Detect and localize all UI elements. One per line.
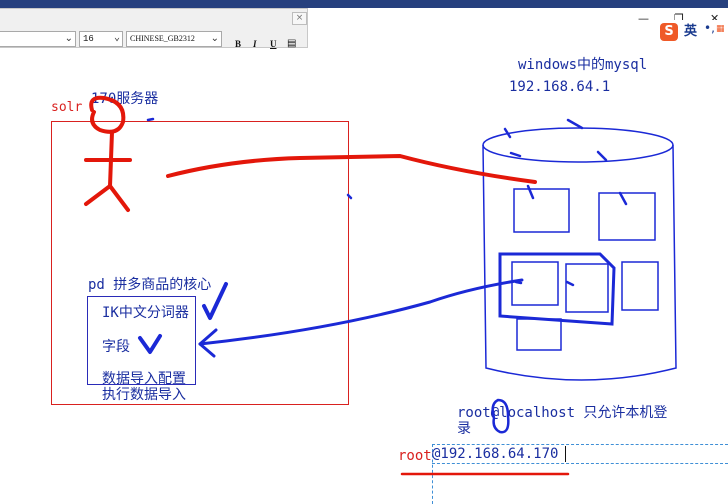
mysql-title-label: windows中的mysql xyxy=(518,57,648,73)
charset-select[interactable]: CHINESE_GB2312 ⌄ xyxy=(126,31,222,47)
title-bar xyxy=(0,0,728,8)
server-to-mysql-line xyxy=(166,153,537,184)
ime-punctuation-label[interactable]: •, xyxy=(704,21,715,35)
check-mark-icon xyxy=(138,282,228,354)
import-arrow xyxy=(198,278,524,358)
italic-button[interactable]: I xyxy=(253,39,257,49)
ik-analyzer-label: IK中文分词器 xyxy=(102,305,189,321)
root-localhost-label: root@localhost 只允许本机登 xyxy=(457,405,668,421)
solr-frame xyxy=(51,121,349,405)
text-color-button[interactable]: ▤ xyxy=(287,38,297,49)
ime-mode-label[interactable]: 英 xyxy=(684,24,698,39)
restore-button[interactable]: ❐ xyxy=(674,12,684,25)
input-prefix-label: root xyxy=(398,448,432,464)
import-config-label: 数据导入配置 xyxy=(102,371,186,387)
at-sign-circle xyxy=(491,398,510,434)
text-caret xyxy=(565,446,566,462)
host-input-value: @192.168.64.170 xyxy=(432,446,559,462)
server-stick-figure-icon xyxy=(84,95,132,212)
root-localhost-label-line2: 录 xyxy=(457,421,471,437)
underline-button[interactable]: U xyxy=(270,39,277,49)
bold-button[interactable]: B xyxy=(235,39,242,49)
ime-menu-icon[interactable]: ▦ xyxy=(716,24,725,34)
close-button[interactable]: ✕ xyxy=(710,12,720,25)
mysql-ip-label: 192.168.64.1 xyxy=(509,79,611,95)
server-label: 170服务器 xyxy=(91,91,159,107)
window-controls: — ❐ ✕ xyxy=(638,12,728,28)
chevron-down-icon: ⌄ xyxy=(64,33,73,44)
toolbar-close-button[interactable]: × xyxy=(292,12,307,25)
sogou-logo-icon: S xyxy=(660,23,678,41)
mysql-database-cylinder xyxy=(482,127,677,381)
charset-value: CHINESE_GB2312 xyxy=(130,34,195,43)
solr-label: solr xyxy=(51,100,83,115)
chevron-down-icon: ⌄ xyxy=(210,33,219,44)
text-format-toolbar: × ⌄ 16 ⌄ CHINESE_GB2312 ⌄ B I U ▤ xyxy=(0,8,308,49)
font-size-value: 16 xyxy=(83,34,94,44)
ime-status-bar[interactable]: S 英 •, ▦ xyxy=(656,20,728,44)
minimize-button[interactable]: — xyxy=(638,12,649,25)
ink-ticks xyxy=(146,117,628,287)
host-text-input[interactable] xyxy=(432,444,728,464)
pdd-label: pd 拼多商品的核心 xyxy=(88,277,212,293)
field-config-frame xyxy=(87,296,196,385)
run-import-label: 执行数据导入 xyxy=(102,387,186,403)
field-label: 字段 xyxy=(102,339,130,355)
font-name-select[interactable]: ⌄ xyxy=(0,31,76,47)
font-size-select[interactable]: 16 ⌄ xyxy=(79,31,123,47)
chevron-down-icon: ⌄ xyxy=(113,33,120,44)
